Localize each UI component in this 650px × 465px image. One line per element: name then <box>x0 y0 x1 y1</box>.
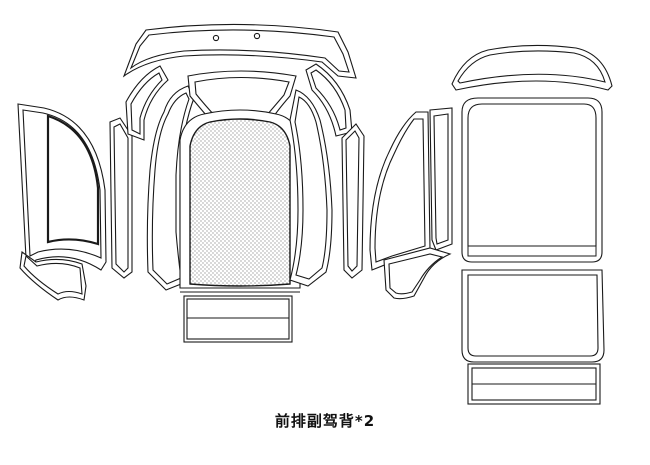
hole-left <box>212 34 220 42</box>
right-headrest-band <box>451 44 613 91</box>
left-upper-bolster <box>125 65 169 141</box>
right-back-panel <box>461 97 603 263</box>
top-headrest-band <box>122 23 357 79</box>
right-cushion-panel <box>289 89 333 287</box>
right-side-strip <box>341 123 365 279</box>
left-outer-wing <box>17 103 107 301</box>
right-base-strip <box>467 363 601 405</box>
right-lower-panel <box>461 269 605 363</box>
right-outer-wing <box>369 107 453 300</box>
hole-right <box>253 32 261 40</box>
center-mesh-panel <box>179 109 301 293</box>
center-bottom-strip <box>183 295 293 343</box>
left-side-strip <box>109 117 133 279</box>
drawing-caption: 前排副驾背*2 <box>274 412 376 430</box>
